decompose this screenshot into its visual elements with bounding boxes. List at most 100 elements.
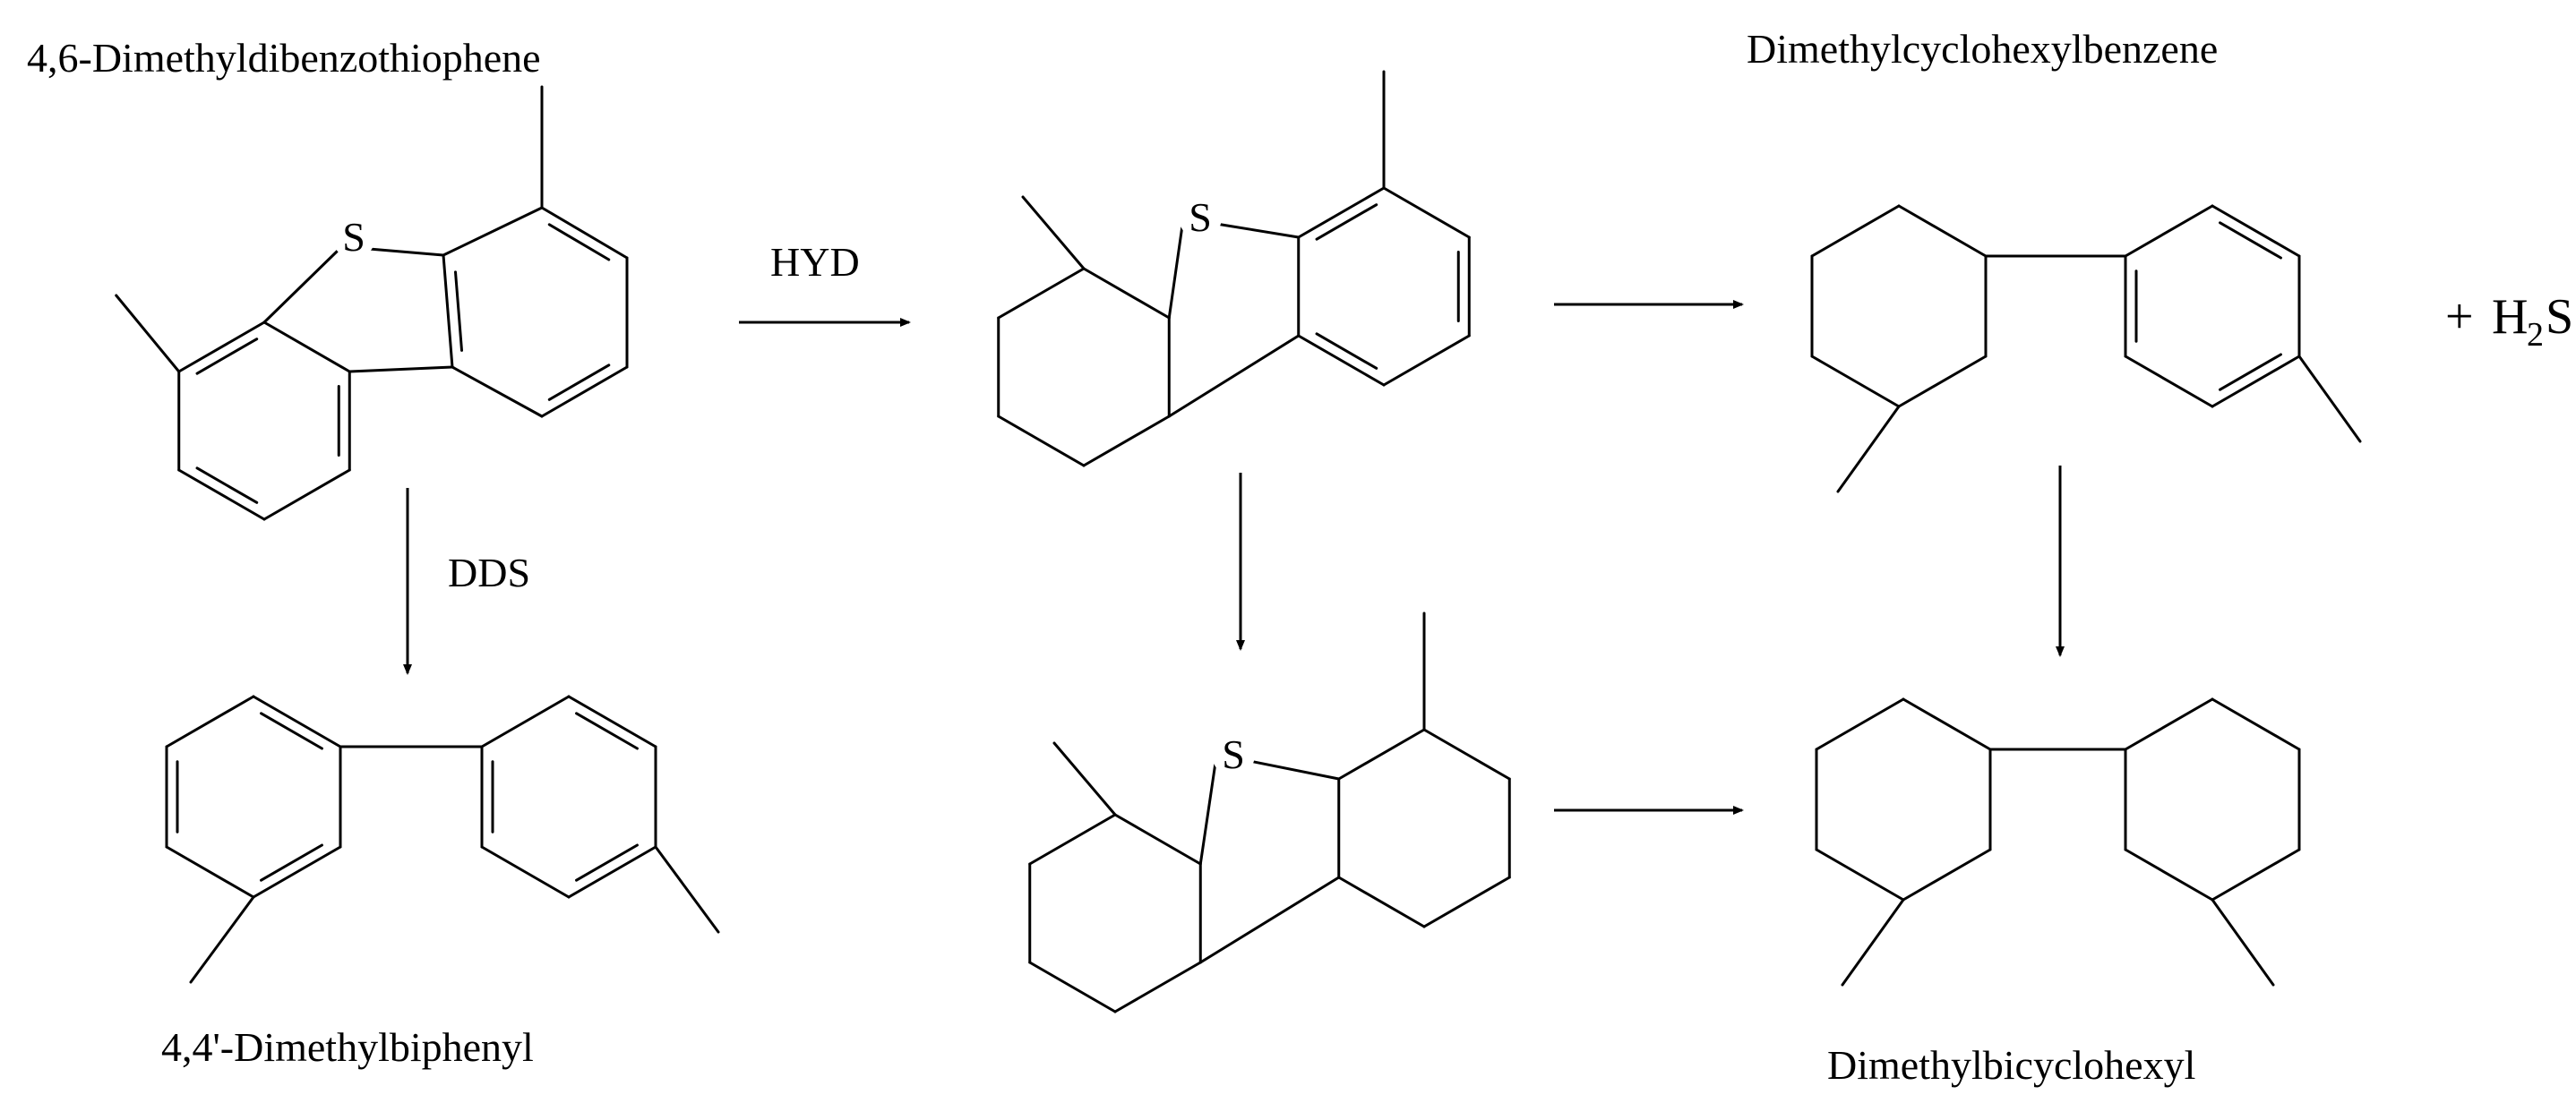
methyl-bond (1841, 898, 1905, 987)
methyl-bond (2211, 898, 2275, 987)
double-bond-inner (575, 712, 639, 750)
double-bond-inner (575, 843, 639, 882)
double-bond-inner (547, 223, 611, 261)
h2s-subscript: 2 (2527, 316, 2544, 354)
ring-bond (2211, 204, 2301, 258)
ring-bond (451, 365, 544, 418)
ring-bond (1297, 186, 1386, 239)
double-bond-inner (2219, 353, 2282, 391)
ring-bond (165, 695, 255, 748)
sulfur-atom: S (342, 214, 365, 260)
ring-bond (567, 845, 657, 899)
molecule-hexahydro-intermediate: S (1028, 611, 1511, 1013)
dds-pathway-label: DDS (448, 550, 530, 595)
ring-bond (1337, 876, 1426, 928)
molecule-dimethyldibenzothiophene: S (115, 85, 629, 521)
ring-bond (177, 321, 266, 373)
c-s-bond (1248, 759, 1341, 781)
ring-bond (1337, 728, 1426, 781)
ring-bond (2211, 355, 2301, 408)
double-bond-inner (547, 363, 611, 401)
ring-bond (1902, 848, 1992, 902)
double-bond-inner (2219, 221, 2282, 260)
ring-bond (1422, 728, 1511, 781)
methyl-bond (2297, 355, 2362, 443)
h2s-byproduct: + H 2 S (2445, 289, 2573, 354)
ring-bond (1382, 334, 1471, 387)
hyd-pathway-label: HYD (770, 239, 860, 285)
dds-product-label: 4,4'-Dimethylbiphenyl (161, 1024, 534, 1070)
ring-bond (1082, 267, 1171, 320)
bicyclohexyl-label: Dimethylbicyclohexyl (1827, 1042, 2195, 1088)
h2s-s: S (2546, 289, 2573, 345)
c-s-bond (1198, 761, 1217, 866)
ring-bond (2124, 848, 2214, 902)
ring-bond (2211, 697, 2301, 751)
molecule-dimethylcyclohexylbenzene (1810, 204, 2362, 493)
double-bond-inner (453, 270, 463, 352)
ring-bond (1810, 204, 1901, 258)
ring-bond (252, 845, 342, 899)
c-s-bond (367, 247, 445, 257)
ring-bond (262, 468, 351, 521)
methyl-bond (654, 845, 720, 934)
ring-bond (177, 468, 266, 521)
sulfur-knockout (1179, 196, 1222, 239)
sulfur-atom: S (1222, 731, 1245, 777)
double-bond-inner (260, 712, 323, 750)
molecule-dimethylbicyclohexyl (1815, 697, 2301, 987)
methyl-bond (189, 895, 255, 984)
biaryl-bond (348, 365, 454, 373)
ring-bond (2124, 204, 2214, 258)
molecule-dimethylbiphenyl (165, 695, 720, 984)
ring-bond (1382, 186, 1471, 239)
c-s-bond (262, 249, 339, 324)
ring-bond (252, 695, 342, 748)
ring-fusion-bond (1198, 876, 1341, 964)
methyl-bond (1052, 741, 1117, 817)
ring-bond (1113, 813, 1202, 866)
double-bond-inner (1315, 332, 1378, 370)
ring-bond (1422, 876, 1511, 928)
methyl-bond (1836, 405, 1901, 493)
ring-bond (540, 365, 629, 418)
ring-bond (165, 845, 255, 899)
cyclohexylbenzene-label: Dimethylcyclohexylbenzene (1747, 26, 2218, 72)
molecule-tetrahydro-intermediate: S (997, 70, 1471, 467)
methyl-bond (115, 294, 181, 373)
c-s-bond (1167, 224, 1184, 320)
ring-bond (442, 253, 454, 369)
ring-bond (1897, 355, 1988, 408)
double-bond-inner (1315, 203, 1378, 241)
double-bond-inner (195, 338, 259, 375)
h2s-h: H (2492, 289, 2528, 345)
double-bond-inner (195, 466, 259, 504)
methyl-bond (1021, 195, 1086, 270)
ring-bond (1082, 415, 1171, 467)
sulfur-atom: S (1189, 194, 1212, 240)
ring-bond (442, 206, 544, 257)
ring-bond (1815, 697, 1905, 751)
ring-bond (2211, 848, 2301, 902)
ring-bond (997, 415, 1086, 467)
ring-bond (1297, 334, 1386, 387)
double-bond-inner (260, 843, 323, 882)
ring-fusion-bond (1167, 334, 1301, 418)
ring-bond (1028, 961, 1117, 1013)
plus-sign: + (2445, 289, 2474, 345)
ring-bond (1810, 355, 1901, 408)
ring-bond (2124, 355, 2214, 408)
ring-bond (480, 845, 571, 899)
reactant-label: 4,6-Dimethyldibenzothiophene (27, 35, 541, 81)
ring-bond (1815, 848, 1905, 902)
ring-bond (567, 695, 657, 748)
ring-bond (1897, 204, 1988, 258)
ring-bond (262, 321, 351, 373)
sulfur-knockout (1212, 733, 1255, 776)
sulfur-knockout (332, 216, 375, 259)
ring-bond (1113, 961, 1202, 1013)
ring-bond (480, 695, 571, 748)
c-s-bond (1215, 222, 1301, 239)
ring-bond (2124, 697, 2214, 751)
